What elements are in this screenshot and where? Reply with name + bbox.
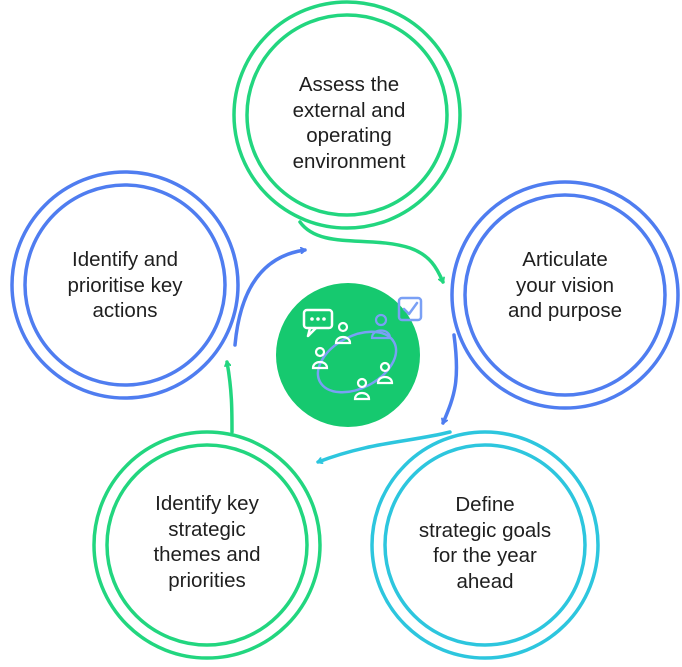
step-label-assess: Assess the external and operating enviro… <box>292 73 406 173</box>
step-vision-rings <box>450 180 680 410</box>
connector-goals-to-themes <box>316 430 452 462</box>
step-label-goals: Define strategic goals for the year ahea… <box>418 493 552 593</box>
connector-actions-to-assess <box>233 250 307 347</box>
step-label-vision: Articulate your vision and purpose <box>508 247 622 322</box>
connector-assess-to-vision <box>298 220 443 284</box>
connector-vision-to-goals <box>443 333 459 425</box>
step-assess-rings <box>232 0 462 230</box>
step-label-actions: Identify and prioritise key actions <box>67 247 183 322</box>
connector-themes-to-actions <box>227 360 234 434</box>
step-themes-rings <box>92 430 322 660</box>
team-collaboration-icon <box>276 283 423 427</box>
step-goals-rings <box>370 430 600 660</box>
step-label-themes: Identify key strategic themes and priori… <box>153 492 261 592</box>
step-actions-rings <box>10 170 240 400</box>
